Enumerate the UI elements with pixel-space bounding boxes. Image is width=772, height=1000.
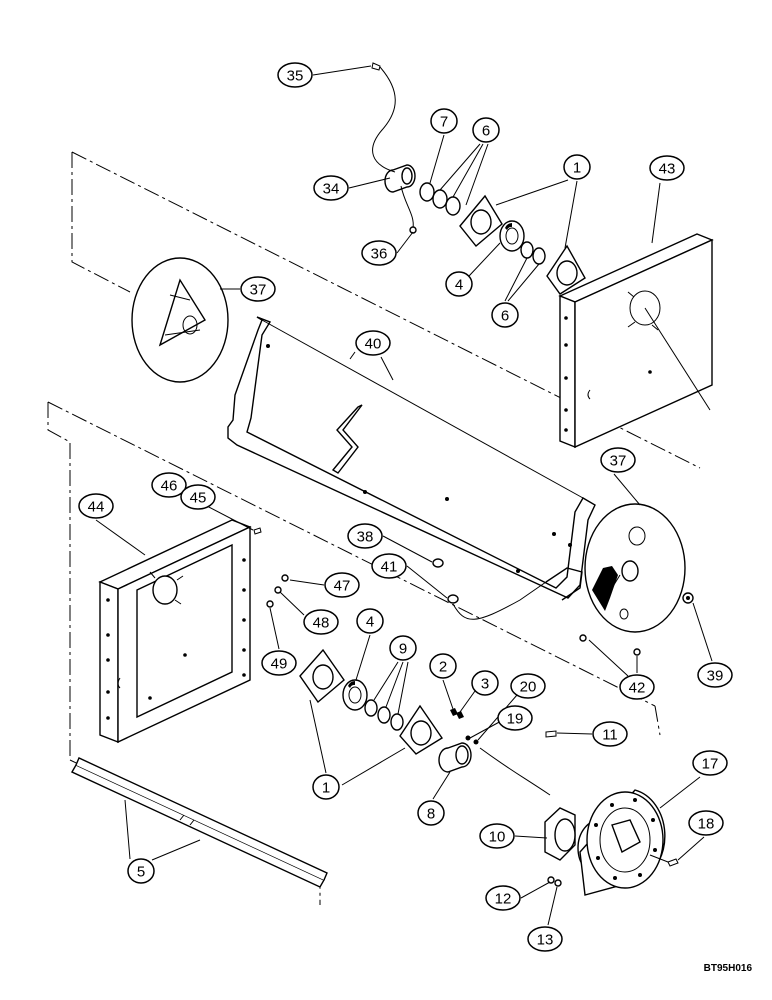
callout-label: 37 — [610, 453, 627, 470]
callout-c37b: 37 — [600, 447, 636, 473]
lower-disc — [584, 503, 686, 633]
callout-label: 6 — [501, 308, 509, 325]
callout-label: 13 — [537, 932, 554, 949]
callout-c2: 2 — [429, 653, 457, 679]
callout-c43: 43 — [649, 155, 685, 181]
callout-label: 34 — [323, 181, 340, 198]
shaft — [71, 757, 328, 888]
callout-c35: 35 — [277, 62, 313, 88]
callout-c38: 38 — [347, 523, 383, 549]
callout-label: 38 — [357, 529, 374, 546]
callout-c5: 5 — [127, 858, 155, 884]
callout-c46: 46 — [151, 472, 187, 498]
callout-label: 7 — [440, 114, 448, 131]
callout-label: 10 — [489, 829, 506, 846]
callout-c12: 12 — [485, 885, 521, 911]
callout-c39: 39 — [697, 662, 733, 688]
callout-c1b: 1 — [312, 774, 340, 800]
callout-label: 4 — [455, 277, 463, 294]
hub-and-sprocket — [544, 789, 679, 896]
callout-c11: 11 — [592, 721, 628, 747]
callout-label: 1 — [322, 780, 330, 797]
callout-label: 40 — [365, 336, 382, 353]
callout-label: 37 — [250, 282, 267, 299]
callout-label: 41 — [381, 559, 398, 576]
upper-side-panel — [558, 233, 714, 449]
callout-label: 17 — [702, 756, 719, 773]
callout-label: 1 — [573, 160, 581, 177]
callout-label: 5 — [137, 864, 145, 881]
callout-c1a: 1 — [563, 154, 591, 180]
callout-c42: 42 — [619, 674, 655, 700]
callout-c36: 36 — [361, 240, 397, 266]
callout-c4b: 4 — [356, 608, 384, 634]
callout-label: 47 — [334, 578, 351, 595]
callout-c10: 10 — [479, 823, 515, 849]
callout-c47: 47 — [324, 572, 360, 598]
callout-label: 2 — [439, 659, 447, 676]
callout-label: 20 — [520, 679, 537, 696]
trough — [227, 316, 596, 601]
callout-label: 8 — [427, 806, 435, 823]
callout-label: 3 — [481, 676, 489, 693]
callout-label: 19 — [507, 711, 524, 728]
callout-c8: 8 — [417, 800, 445, 826]
callout-c45: 45 — [180, 484, 216, 510]
callout-label: 42 — [629, 680, 646, 697]
callout-label: 9 — [399, 641, 407, 658]
lower-side-panel — [98, 519, 252, 744]
callout-label: 11 — [602, 727, 618, 744]
leader-lines — [95, 65, 713, 926]
callout-label: 35 — [287, 68, 304, 85]
callout-label: 43 — [659, 161, 676, 178]
callout-c37a: 37 — [240, 276, 276, 302]
callout-label: 18 — [698, 816, 715, 833]
callout-label: 49 — [271, 656, 288, 673]
callout-c17: 17 — [692, 750, 728, 776]
callout-c19: 19 — [497, 705, 533, 731]
callout-c6b: 6 — [491, 302, 519, 328]
callout-c7: 7 — [430, 108, 458, 134]
callout-c48: 48 — [303, 609, 339, 635]
callout-label: 45 — [190, 490, 207, 507]
callout-c4a: 4 — [445, 271, 473, 297]
callout-c44: 44 — [78, 493, 114, 519]
callout-c13: 13 — [527, 926, 563, 952]
callout-label: 6 — [482, 123, 490, 140]
callout-label: 36 — [371, 246, 388, 263]
callout-label: 46 — [161, 478, 178, 495]
figure-code: BT95H016 — [704, 963, 753, 974]
callout-c41: 41 — [371, 553, 407, 579]
callout-c6a: 6 — [472, 117, 500, 143]
callout-c18: 18 — [688, 810, 724, 836]
callout-label: 12 — [495, 891, 512, 908]
callout-c9: 9 — [389, 635, 417, 661]
callout-label: 4 — [366, 614, 374, 631]
callout-c3: 3 — [471, 670, 499, 696]
callout-c49: 49 — [261, 650, 297, 676]
callout-c40: 40 — [355, 330, 391, 356]
callout-label: 39 — [707, 668, 724, 685]
callout-c20: 20 — [510, 673, 546, 699]
lower-bearing-hardware — [253, 527, 694, 796]
callout-label: 44 — [88, 499, 105, 516]
callout-label: 48 — [313, 615, 330, 632]
callout-c34: 34 — [313, 175, 349, 201]
upper-disc — [131, 257, 229, 383]
upper-bearing-hardware — [371, 62, 586, 295]
